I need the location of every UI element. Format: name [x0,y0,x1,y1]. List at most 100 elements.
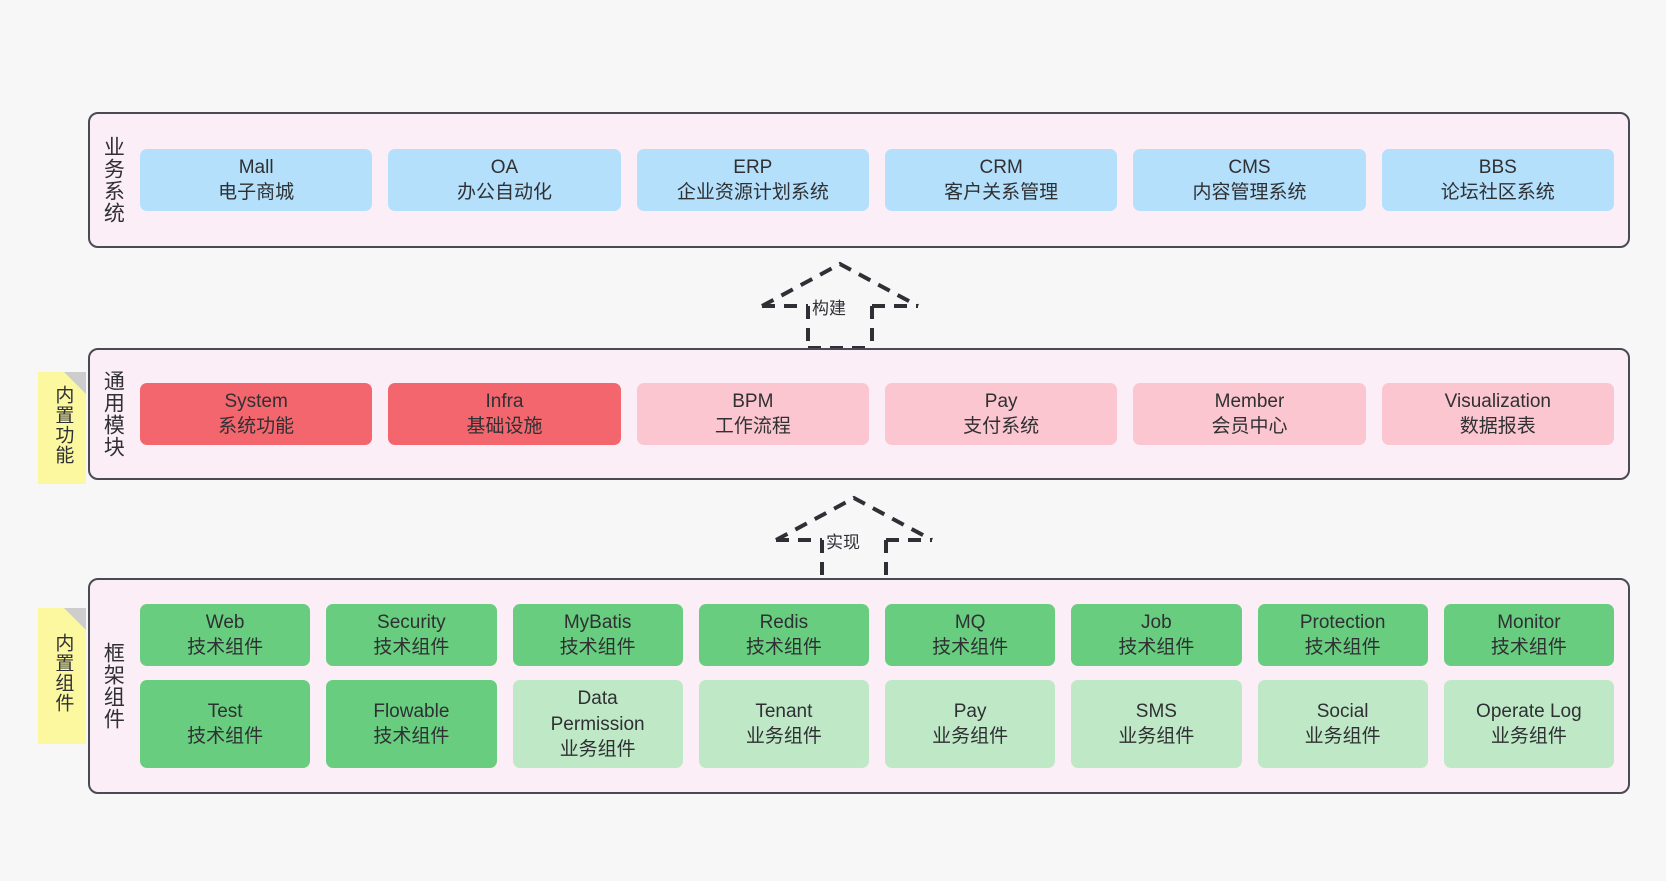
connector-label-implement: 实现 [826,533,860,552]
tile-subtitle: 技术组件 [187,637,264,659]
tile-title: CRM [979,156,1023,178]
tile-title: Job [1141,612,1172,634]
tile-mybatis[interactable]: MyBatis 技术组件 [512,604,683,667]
tile-subtitle: 会员中心 [1211,416,1288,437]
tile-row: Mall 电子商城 OA 办公自动化 ERP 企业资源计划系统 CRM 客户关系… [140,148,1614,212]
tile-subtitle: 工作流程 [714,416,791,437]
tile-visualization[interactable]: Visualization 数据报表 [1381,382,1614,446]
tile-data-permission[interactable]: Data Permission 业务组件 [512,680,683,768]
tile-monitor[interactable]: Monitor 技术组件 [1443,604,1614,667]
tile-subtitle: 技术组件 [373,637,450,659]
tile-title: CMS [1228,156,1271,178]
tile-mall[interactable]: Mall 电子商城 [140,148,373,212]
tile-bbs[interactable]: BBS 论坛社区系统 [1381,148,1614,212]
tile-subtitle: 办公自动化 [456,182,552,203]
tile-title: Pay [984,390,1018,412]
tile-web[interactable]: Web 技术组件 [140,604,311,667]
tile-tenant[interactable]: Tenant 业务组件 [698,680,869,768]
tile-subtitle: 技术组件 [187,726,264,748]
tile-subtitle: 内容管理系统 [1192,182,1307,203]
tile-subtitle: 业务组件 [932,726,1009,748]
note-label: 内置组件 [52,633,74,713]
tile-subtitle: 技术组件 [1490,637,1567,659]
tile-subtitle: 支付系统 [963,416,1040,437]
tile-job[interactable]: Job 技术组件 [1071,604,1242,667]
tile-title: ERP [733,156,773,178]
tile-title: Social [1316,700,1369,722]
tile-sms[interactable]: SMS 业务组件 [1071,680,1242,768]
tile-bpm[interactable]: BPM 工作流程 [636,382,869,446]
tile-subtitle: 论坛社区系统 [1440,182,1555,203]
tile-row: System 系统功能 Infra 基础设施 BPM 工作流程 Pay 支付系统… [140,382,1614,446]
tile-title: System [224,390,288,412]
tile-title: Flowable [373,700,450,722]
tile-flowable[interactable]: Flowable 技术组件 [326,680,497,768]
tile-subtitle: 基础设施 [466,416,543,437]
tile-infra[interactable]: Infra 基础设施 [388,382,621,446]
tile-title: Pay [953,700,987,722]
tile-row: Test 技术组件 Flowable 技术组件 Data Permission … [140,680,1614,768]
tile-cms[interactable]: CMS 内容管理系统 [1133,148,1366,212]
section-body-framework-component: Web 技术组件 Security 技术组件 MyBatis 技术组件 Redi… [134,580,1628,792]
tile-operate-log[interactable]: Operate Log 业务组件 [1443,680,1614,768]
tile-protection[interactable]: Protection 技术组件 [1257,604,1428,667]
tile-row: Web 技术组件 Security 技术组件 MyBatis 技术组件 Redi… [140,604,1614,667]
tile-subtitle: 业务组件 [1304,726,1381,748]
tile-subtitle: 系统功能 [218,416,295,437]
tile-oa[interactable]: OA 办公自动化 [388,148,621,212]
tile-subtitle: 技术组件 [1304,637,1381,659]
tile-crm[interactable]: CRM 客户关系管理 [884,148,1118,212]
connector-build: 构建 [750,258,930,350]
tile-subtitle: 业务组件 [745,726,822,748]
tile-system[interactable]: System 系统功能 [140,382,373,446]
tile-title: Data Permission [550,688,645,735]
note-label: 内置功能 [52,385,74,465]
tile-title: Redis [759,612,809,634]
tile-title: Infra [485,390,524,412]
tile-subtitle: 技术组件 [932,637,1009,659]
tile-pay-module[interactable]: Pay 支付系统 [884,382,1118,446]
tile-test[interactable]: Test 技术组件 [140,680,311,768]
tile-subtitle: 电子商城 [218,182,295,203]
tile-member[interactable]: Member 会员中心 [1133,382,1366,446]
tile-subtitle: 业务组件 [1490,726,1567,748]
tile-subtitle: 技术组件 [559,637,636,659]
tile-title: MQ [954,612,986,634]
tile-title: Member [1214,390,1285,412]
tile-subtitle: 技术组件 [373,726,450,748]
section-body-common-module: System 系统功能 Infra 基础设施 BPM 工作流程 Pay 支付系统… [134,350,1628,478]
tile-title: Monitor [1497,612,1561,634]
tile-title: Tenant [755,700,813,722]
tile-title: OA [490,156,519,178]
tile-subtitle: 业务组件 [1118,726,1195,748]
section-label-business-system: 业务系统 [101,136,125,224]
section-common-module: 通用模块 System 系统功能 Infra 基础设施 BPM 工作流程 Pay… [88,348,1630,480]
tile-subtitle: 业务组件 [559,738,636,760]
tile-erp[interactable]: ERP 企业资源计划系统 [636,148,869,212]
tile-title: SMS [1135,700,1177,722]
tile-title: BBS [1478,156,1517,178]
section-business-system: 业务系统 Mall 电子商城 OA 办公自动化 ERP 企业资源计划系统 CRM… [88,112,1630,248]
tile-social[interactable]: Social 业务组件 [1257,680,1428,768]
tile-subtitle: 数据报表 [1459,416,1536,437]
connector-label-build: 构建 [812,299,846,318]
tile-subtitle: 技术组件 [1118,637,1195,659]
section-label-common-module: 通用模块 [101,370,125,458]
tile-title: Test [207,700,243,722]
tile-pay-component[interactable]: Pay 业务组件 [885,680,1056,768]
tile-title: Protection [1299,612,1386,634]
tile-title: BPM [732,390,774,412]
connector-implement: 实现 [764,492,944,584]
tile-subtitle: 客户关系管理 [944,182,1059,203]
tile-mq[interactable]: MQ 技术组件 [885,604,1056,667]
note-builtin-function: 内置功能 [38,372,86,484]
tile-title: Security [377,612,446,634]
tile-title: Visualization [1444,390,1551,412]
tile-redis[interactable]: Redis 技术组件 [698,604,869,667]
tile-title: Operate Log [1476,700,1582,722]
tile-security[interactable]: Security 技术组件 [326,604,497,667]
folded-corner-icon [64,608,86,630]
section-body-business-system: Mall 电子商城 OA 办公自动化 ERP 企业资源计划系统 CRM 客户关系… [134,114,1628,246]
tile-title: MyBatis [563,612,632,634]
section-label-framework-component: 框架组件 [101,642,125,730]
